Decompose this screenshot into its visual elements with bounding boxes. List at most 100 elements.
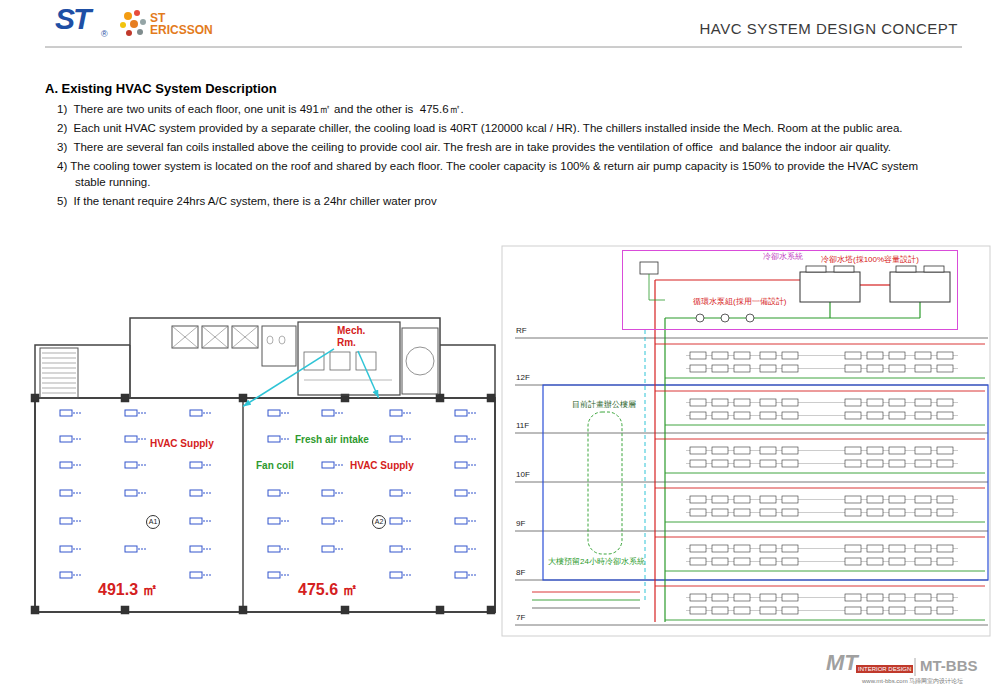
fan-coil-unit <box>782 509 798 516</box>
fan-coil-unit <box>937 399 953 406</box>
fan-coil-duct <box>73 521 81 522</box>
fan-coil-unit <box>760 399 776 406</box>
fan-coil-unit <box>937 607 953 614</box>
floor-label: 8F <box>516 568 525 578</box>
fan-coil-symbol <box>390 572 402 578</box>
reserve-pipe <box>532 608 640 609</box>
fan-coil-duct <box>73 439 81 440</box>
floor-return-pipe <box>665 473 985 474</box>
stair-tread <box>42 383 76 384</box>
fan-coil-unit <box>889 594 905 601</box>
list-item: 3) There are several fan coils installed… <box>75 139 947 155</box>
fan-coil-duct <box>138 439 146 440</box>
fan-coil-unit <box>690 460 706 467</box>
node-text: 循環水泵組(採用一備設計) <box>693 297 786 307</box>
cooling-tower <box>890 272 950 302</box>
fan-coil-unit <box>845 509 861 516</box>
fan-coil-unit <box>734 365 750 372</box>
fan-coil-symbol <box>60 462 72 468</box>
fan-coil-unit <box>937 412 953 419</box>
fan-coil-duct <box>403 575 411 576</box>
node-text: Mech. Rm. <box>337 325 370 349</box>
fan-coil-unit <box>867 607 883 614</box>
fan-coil-unit <box>760 594 776 601</box>
logo-dot <box>137 29 143 35</box>
elevator-cross <box>232 326 258 348</box>
pump-symbol <box>721 314 729 322</box>
column <box>121 394 129 402</box>
stair-tread <box>42 378 76 379</box>
node-text: Fresh air intake <box>295 434 369 446</box>
column <box>436 394 444 402</box>
column <box>341 606 349 614</box>
floor-supply-pipe <box>655 344 985 345</box>
stair-tread <box>42 373 76 374</box>
fan-coil-symbol <box>60 546 72 552</box>
fan-coil-duct <box>335 465 343 466</box>
tower-fan <box>806 266 826 272</box>
fan-coil-unit <box>782 399 798 406</box>
fan-coil-unit <box>760 365 776 372</box>
fan-coil-unit <box>782 496 798 503</box>
floor-label: 7F <box>516 613 525 623</box>
fan-coil-symbol <box>455 490 467 496</box>
fan-coil-symbol <box>322 462 334 468</box>
fan-coil-symbol <box>190 572 202 578</box>
fan-coil-unit <box>867 412 883 419</box>
fan-coil-unit <box>690 412 706 419</box>
fan-coil-duct <box>403 521 411 522</box>
fan-coil-unit <box>760 558 776 565</box>
stair-tread <box>42 353 76 354</box>
schematic-panel <box>502 246 990 636</box>
floor-label: 12F <box>516 373 530 383</box>
fan-coil-unit <box>915 447 931 454</box>
fan-coil-duct <box>281 439 289 440</box>
fan-coil-unit <box>782 352 798 359</box>
fan-coil-unit <box>734 607 750 614</box>
fan-coil-duct <box>138 465 146 466</box>
fan-coil-symbol <box>60 436 72 442</box>
fan-coil-symbol <box>60 410 72 416</box>
node-text: HVAC Supply <box>150 438 214 450</box>
fan-coil-duct <box>203 521 211 522</box>
supply-arrow <box>358 351 379 398</box>
node-text: 491.3 ㎡ <box>98 580 158 599</box>
fan-coil-unit <box>760 496 776 503</box>
fan-coil-duct <box>468 575 476 576</box>
logo-dot <box>120 22 126 28</box>
fan-coil-unit <box>690 365 706 372</box>
list-item: 4) The cooling tower system is located o… <box>75 158 947 190</box>
fan-coil-unit <box>915 365 931 372</box>
fan-coil-unit <box>690 509 706 516</box>
fan-coil-unit <box>867 447 883 454</box>
fan-coil-symbol <box>455 518 467 524</box>
node-text: 冷卻水塔(採100%容量設計) <box>821 255 919 265</box>
fan-coil-unit <box>845 496 861 503</box>
stair-tread <box>42 363 76 364</box>
floor-line <box>515 482 988 483</box>
fan-coil-unit <box>937 352 953 359</box>
fan-coil-unit <box>690 352 706 359</box>
logo-dot <box>126 30 132 36</box>
fan-coil-unit <box>915 352 931 359</box>
fan-coil-unit <box>712 365 728 372</box>
fan-coil-duct <box>403 413 411 414</box>
list-item: 2) Each unit HVAC system provided by a s… <box>75 120 947 136</box>
fan-coil-symbol <box>268 518 280 524</box>
reserve-pipe <box>532 592 640 593</box>
watermark: MT <box>826 652 858 674</box>
fan-coil-duct <box>403 439 411 440</box>
floor-supply-pipe <box>655 391 985 392</box>
fan-coil-unit <box>915 594 931 601</box>
fan-coil-unit <box>734 509 750 516</box>
expansion-tank <box>640 262 658 274</box>
fan-coil-unit <box>782 558 798 565</box>
fan-coil-unit <box>760 412 776 419</box>
fan-coil-unit <box>845 447 861 454</box>
fan-coil-unit <box>915 399 931 406</box>
registered-mark: ® <box>101 30 108 39</box>
fan-coil-unit <box>915 509 931 516</box>
fan-coil-symbol <box>322 410 334 416</box>
fan-coil-symbol <box>390 490 402 496</box>
